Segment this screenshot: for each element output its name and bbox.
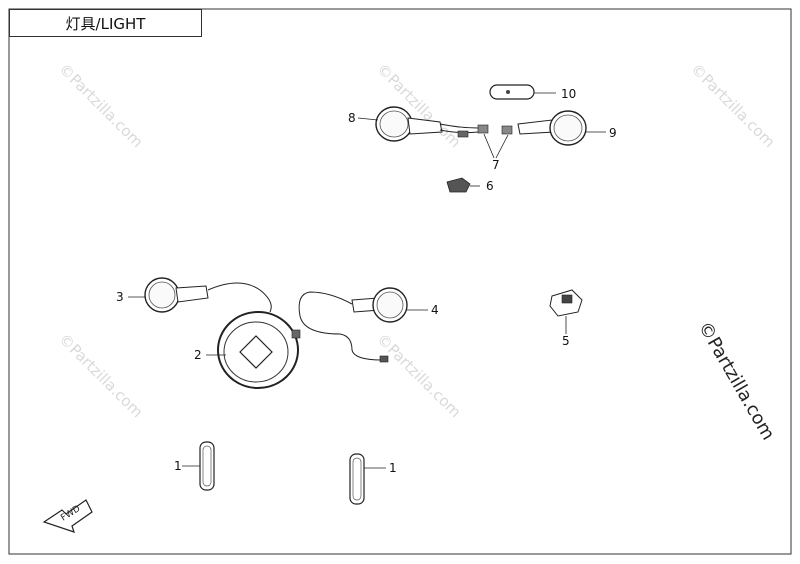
callout-8: 8 bbox=[348, 111, 356, 125]
part-8-rear-signal-left bbox=[357, 106, 479, 142]
callout-1-left: 1 bbox=[174, 459, 182, 473]
part-6-connector bbox=[446, 177, 480, 193]
part-10-reflector bbox=[489, 84, 556, 100]
callout-6: 6 bbox=[486, 179, 494, 193]
fwd-arrow: FWD bbox=[42, 499, 93, 533]
part-5-relay bbox=[549, 289, 583, 334]
callout-10: 10 bbox=[561, 87, 577, 101]
border-frame bbox=[8, 8, 792, 555]
callout-4: 4 bbox=[431, 303, 439, 317]
callout-1-right: 1 bbox=[389, 461, 397, 475]
part-4-front-signal-right bbox=[298, 287, 428, 363]
part-3-front-signal-left bbox=[128, 277, 272, 313]
callout-7: 7 bbox=[492, 158, 500, 172]
diagram-title: 灯具/LIGHT bbox=[9, 9, 202, 37]
callout-9: 9 bbox=[609, 126, 617, 140]
part-2-headlight bbox=[206, 311, 301, 389]
part-7-sockets bbox=[477, 124, 513, 159]
callout-3: 3 bbox=[116, 290, 124, 304]
part-1-reflector-right bbox=[349, 453, 386, 505]
part-9-rear-signal-right bbox=[517, 110, 606, 146]
callout-2: 2 bbox=[194, 348, 202, 362]
part-1-reflector-left bbox=[182, 441, 215, 491]
callout-5: 5 bbox=[562, 334, 570, 348]
